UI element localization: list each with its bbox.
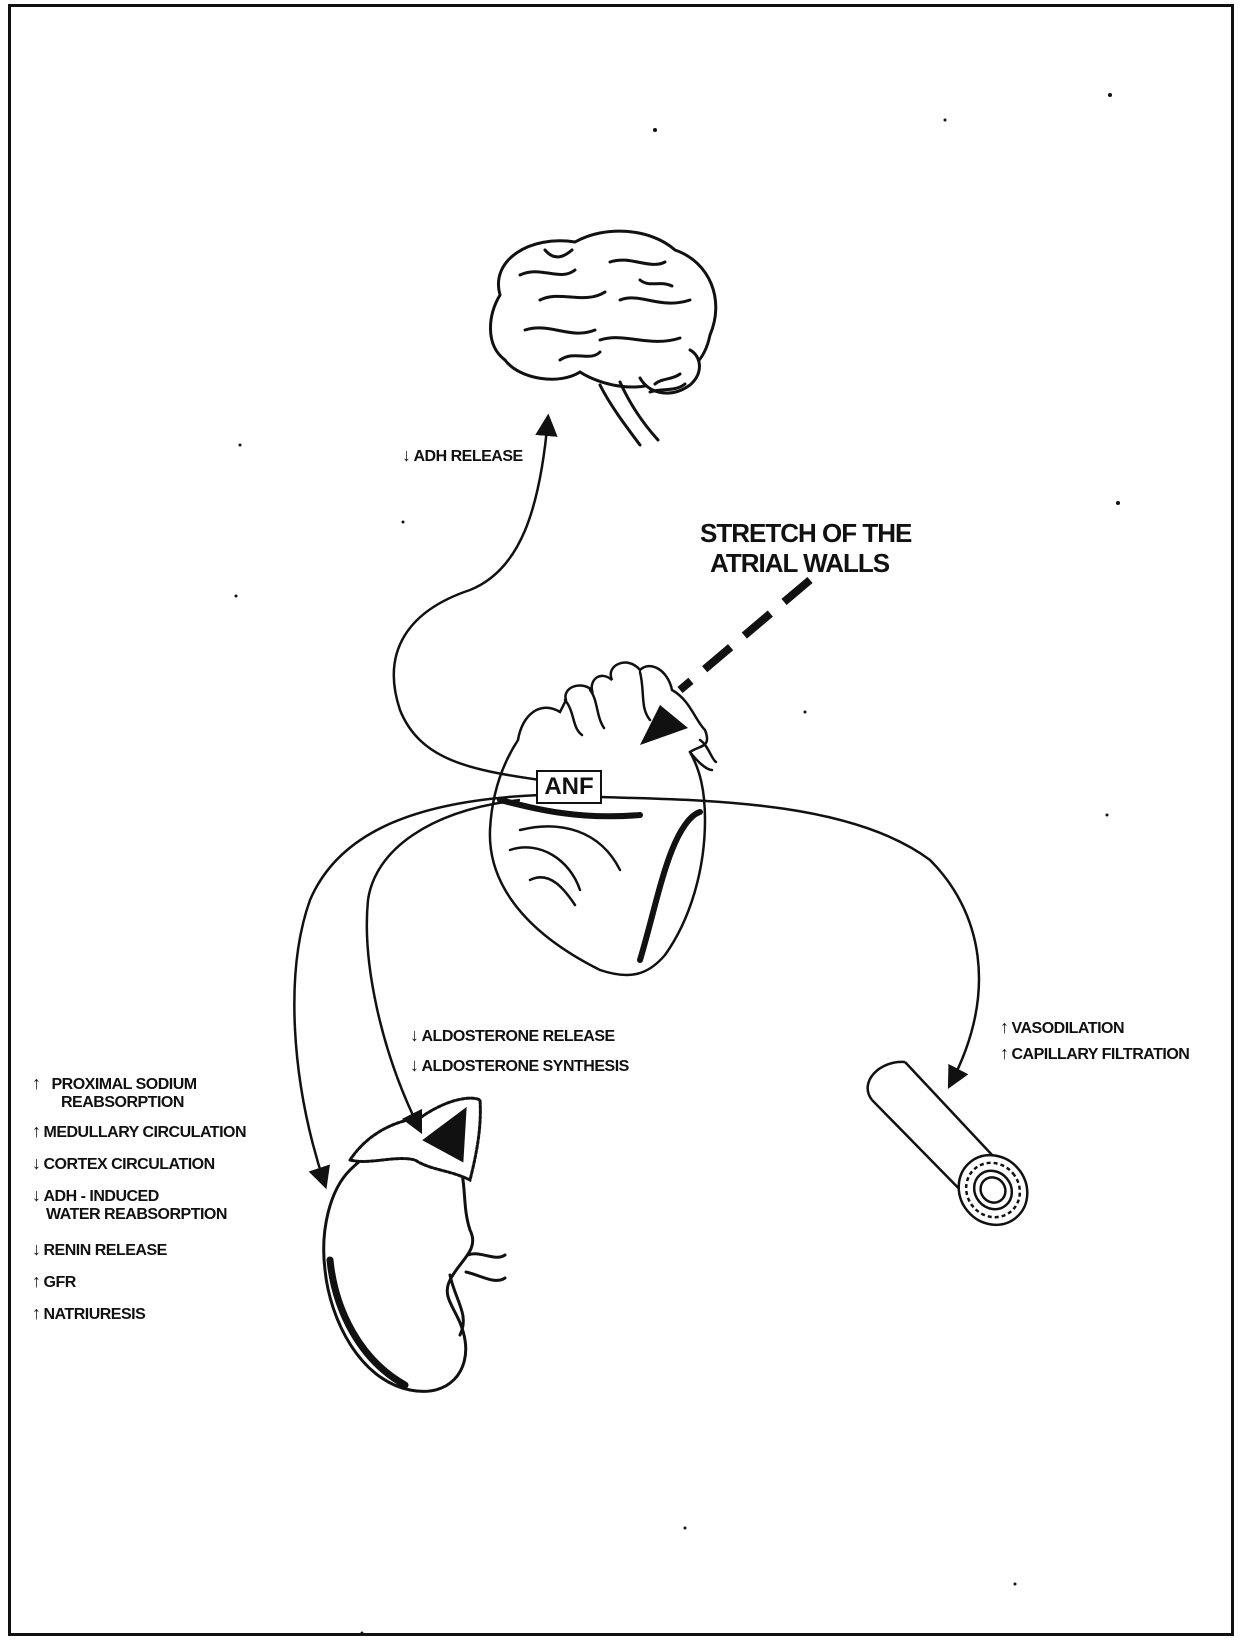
up-arrow-icon: ↑ <box>1000 1043 1009 1063</box>
stretch-title-line1: STRETCH OF THE <box>700 518 911 548</box>
adrenal-effect-label: ↓ALDOSTERONE RELEASE <box>410 1026 615 1046</box>
up-arrow-icon: ↑ <box>32 1271 41 1291</box>
stretch-title-line2: ATRIAL WALLS <box>700 548 911 578</box>
brain-effect-label: ↓ADH RELEASE <box>402 446 523 466</box>
kidney-effect-label: ↑NATRIURESIS <box>32 1304 145 1324</box>
down-arrow-icon: ↓ <box>32 1153 41 1173</box>
vessel-effect-label: ↑VASODILATION <box>1000 1018 1124 1038</box>
vessel-effect-label: ↑CAPILLARY FILTRATION <box>1000 1044 1189 1064</box>
kidney-effect-label: ↑MEDULLARY CIRCULATION <box>32 1122 246 1142</box>
up-arrow-icon: ↑ <box>32 1121 41 1141</box>
kidney-effect-label: ↑GFR <box>32 1272 76 1292</box>
kidney-effect-label: ↓CORTEX CIRCULATION <box>32 1154 215 1174</box>
down-arrow-icon: ↓ <box>32 1185 41 1205</box>
kidney-effect-label: ↑PROXIMAL SODIUM REABSORPTION <box>32 1074 197 1112</box>
down-arrow-icon: ↓ <box>402 445 411 465</box>
anf-label: ANF <box>536 770 602 804</box>
up-arrow-icon: ↑ <box>1000 1017 1009 1037</box>
heart-icon <box>490 663 716 975</box>
adrenal-effect-label: ↓ALDOSTERONE SYNTHESIS <box>410 1056 629 1076</box>
up-arrow-icon: ↑ <box>32 1073 41 1093</box>
up-arrow-icon: ↑ <box>32 1303 41 1323</box>
brain-icon <box>490 231 715 445</box>
kidney-effect-label: ↓ADH - INDUCED WATER REABSORPTION <box>32 1186 227 1224</box>
blood-vessel-icon <box>868 1062 1042 1239</box>
kidney-effect-label: ↓RENIN RELEASE <box>32 1240 167 1260</box>
stretch-dashed-arrow <box>680 580 810 690</box>
stretch-title: STRETCH OF THE ATRIAL WALLS <box>700 518 911 578</box>
down-arrow-icon: ↓ <box>410 1055 419 1075</box>
down-arrow-icon: ↓ <box>32 1239 41 1259</box>
down-arrow-icon: ↓ <box>410 1025 419 1045</box>
kidney-icon <box>324 1098 505 1391</box>
